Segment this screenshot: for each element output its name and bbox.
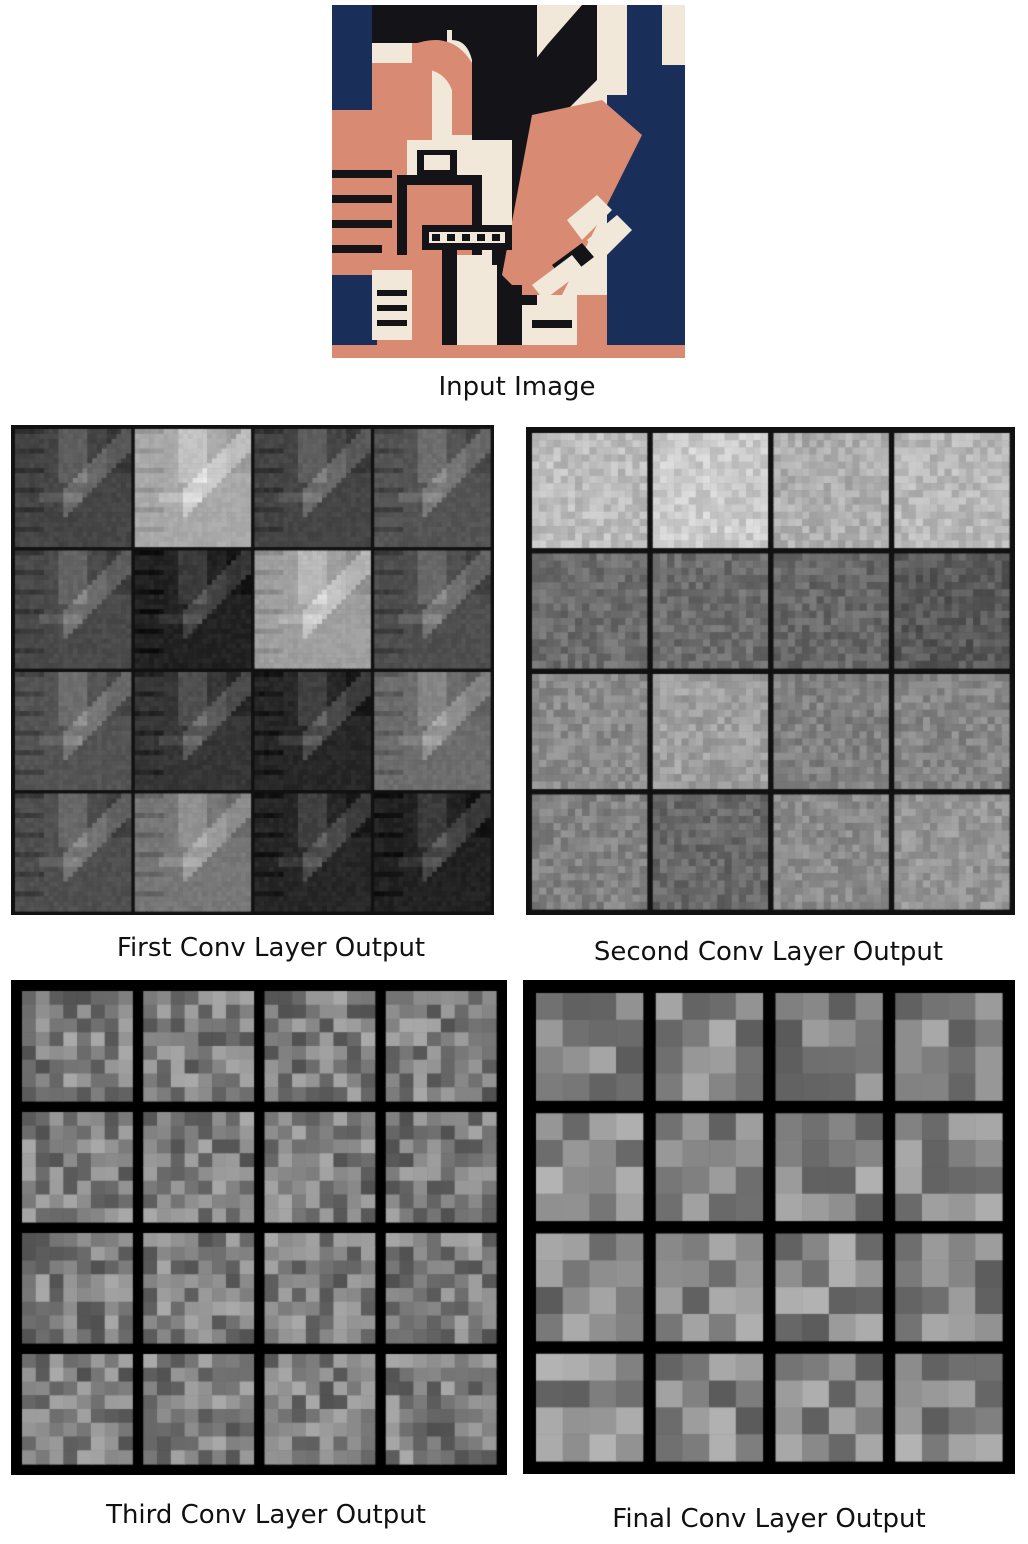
second-conv-feature-maps: [526, 427, 1015, 915]
third-conv-caption: Third Conv Layer Output: [106, 1500, 426, 1530]
final-conv-caption: Final Conv Layer Output: [612, 1504, 926, 1534]
input-image: [332, 5, 685, 358]
second-conv-caption: Second Conv Layer Output: [593, 937, 944, 967]
input-image-caption: Input Image: [438, 372, 596, 402]
final-conv-panel: [523, 980, 1015, 1474]
second-conv-panel: [526, 427, 1015, 915]
first-conv-feature-maps: [11, 425, 494, 915]
first-conv-panel: [11, 425, 494, 915]
third-conv-panel: [11, 980, 507, 1475]
third-conv-feature-maps: [11, 980, 507, 1475]
input-image-art: [332, 5, 685, 358]
final-conv-feature-maps: [523, 980, 1015, 1474]
first-conv-caption: First Conv Layer Output: [116, 933, 426, 963]
